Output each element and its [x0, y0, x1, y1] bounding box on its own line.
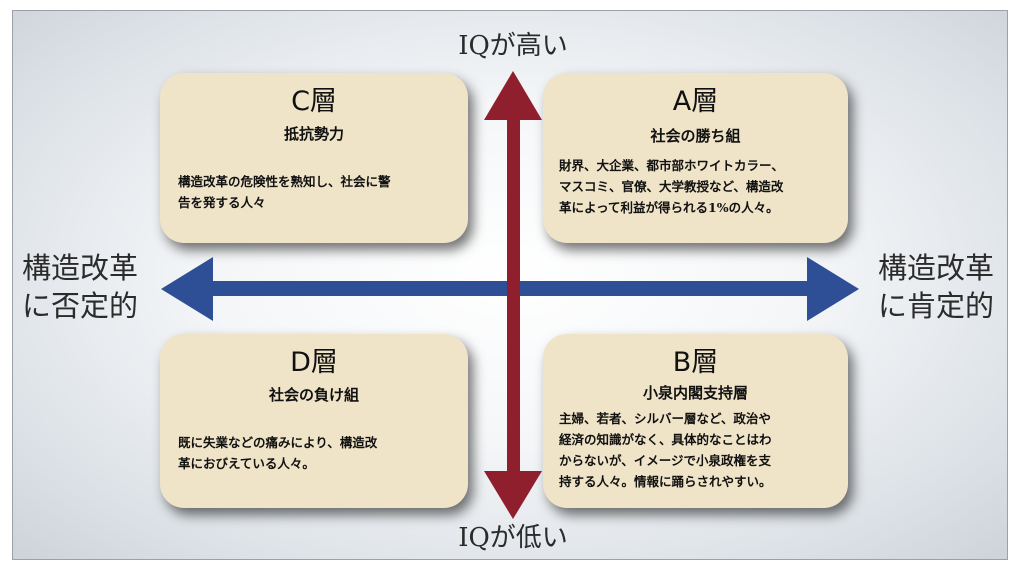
quadrant-c-desc-line: 構造改革の危険性を熟知し、社会に警 [178, 174, 391, 189]
quadrant-d-description: 既に失業などの痛みにより、構造改 革におびえている人々。 [178, 432, 454, 474]
axis-label-left-line: に否定的 [21, 289, 138, 323]
axis-label-right-line: に肯定的 [877, 289, 994, 323]
quadrant-d-desc-line: 既に失業などの痛みにより、構造改 [178, 435, 378, 450]
quadrant-b-desc-line: 経済の知識がなく、具体的なことはわ [559, 432, 772, 447]
axis-label-bottom: IQが低い [458, 523, 568, 553]
quadrant-c-subtitle: 抵抗勢力 [283, 125, 344, 143]
quadrant-c-desc-line: 告を発する人々 [178, 195, 266, 210]
quadrant-a-title: A層 [672, 86, 719, 117]
quadrant-a-subtitle: 社会の勝ち組 [650, 127, 741, 145]
quadrant-b-desc-line: 持する人々。情報に踊らされやすい。 [559, 474, 772, 489]
diagram-frame: C層 抵抗勢力 構造改革の危険性を熟知し、社会に警 告を発する人々 A層 社会の… [12, 10, 1008, 560]
axis-label-left-line: 構造改革 [21, 251, 138, 285]
axis-label-top: IQが高い [458, 31, 568, 61]
vertical-axis-shaft [507, 115, 520, 477]
quadrant-c-card: C層 抵抗勢力 構造改革の危険性を熟知し、社会に警 告を発する人々 [160, 73, 468, 243]
quadrant-a-desc-line: 財界、大企業、都市部ホワイトカラー、 [559, 158, 784, 173]
quadrant-a-desc-line: マスコミ、官僚、大学教授など、構造改 [559, 179, 784, 194]
quadrant-d-subtitle: 社会の負け組 [268, 386, 359, 404]
quadrant-b-title: B層 [672, 347, 719, 378]
quadrant-d-card: D層 社会の負け組 既に失業などの痛みにより、構造改 革におびえている人々。 [160, 334, 468, 508]
axis-arrows [161, 71, 859, 519]
top-arrowhead [484, 71, 542, 120]
axis-label-right: 構造改革 に肯定的 [871, 249, 1001, 325]
quadrant-b-card: B層 小泉内閣支持層 主婦、若者、シルバー層など、政治や 経済の知識がなく、具体… [543, 334, 848, 508]
axis-label-right-line: 構造改革 [877, 251, 994, 285]
quadrant-a-card: A層 社会の勝ち組 財界、大企業、都市部ホワイトカラー、 マスコミ、官僚、大学教… [543, 73, 848, 243]
vertical-axis-arrow [484, 71, 542, 519]
quadrant-c-title: C層 [291, 86, 337, 117]
quadrant-d-desc-line: 革におびえている人々。 [178, 456, 315, 471]
axis-label-left: 構造改革 に否定的 [15, 249, 145, 325]
quadrant-b-description: 主婦、若者、シルバー層など、政治や 経済の知識がなく、具体的なことはわ からない… [559, 408, 834, 492]
quadrant-b-desc-line: 主婦、若者、シルバー層など、政治や [559, 411, 771, 426]
quadrant-b-subtitle: 小泉内閣支持層 [642, 384, 748, 402]
quadrant-b-desc-line: からないが、イメージで小泉政権を支 [559, 453, 772, 468]
quadrant-c-description: 構造改革の危険性を熟知し、社会に警 告を発する人々 [178, 171, 454, 213]
quadrant-d-title: D層 [290, 347, 338, 378]
quadrant-a-desc-line: 革によって利益が得られる1%の人々。 [559, 200, 779, 215]
bottom-arrowhead [484, 471, 542, 519]
left-arrowhead [161, 257, 213, 321]
quadrant-a-description: 財界、大企業、都市部ホワイトカラー、 マスコミ、官僚、大学教授など、構造改 革に… [559, 155, 834, 218]
right-arrowhead [807, 257, 859, 321]
